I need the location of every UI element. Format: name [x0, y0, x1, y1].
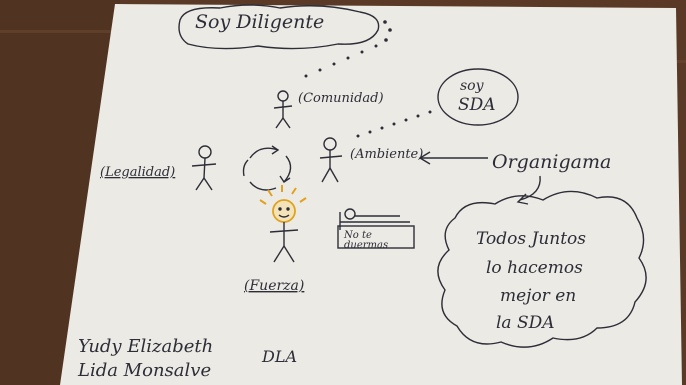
organigrama-arrow — [418, 151, 488, 165]
organigrama-down-arrow — [516, 175, 541, 205]
author-line-2: Lida Monsalve — [77, 360, 211, 381]
fuerza-label: (Fuerza) — [244, 278, 304, 294]
todos-juntos-cloud — [437, 190, 647, 348]
soy-diligente-cloud — [178, 4, 380, 50]
cloud-line-4: la SDA — [496, 313, 555, 333]
dotted-trail-top — [304, 20, 392, 78]
ambiente-figure — [319, 137, 343, 183]
cloud-line-3: mejor en — [500, 286, 576, 306]
paper-sheet — [60, 4, 682, 385]
sleeping-figure — [337, 208, 415, 249]
organigrama-label: Organigama — [492, 151, 611, 173]
ambiente-label: (Ambiente) — [350, 147, 423, 162]
soy-diligente-text: Soy Diligente — [195, 11, 324, 33]
dla-text: DLA — [261, 347, 297, 366]
soy-sda-bubble — [437, 68, 519, 126]
author-line-1: Yudy Elizabeth — [78, 336, 213, 357]
soy-text: soy — [460, 78, 485, 94]
cloud-line-2: lo hacemos — [486, 258, 583, 278]
comunidad-figure — [273, 90, 293, 129]
comunidad-label: (Comunidad) — [298, 91, 384, 106]
legalidad-figure — [191, 145, 217, 191]
dotted-trail-mid — [356, 110, 432, 138]
sda-text: SDA — [458, 95, 496, 115]
no-te-text: No te — [343, 230, 372, 241]
cycle-arrows — [242, 145, 292, 191]
duermas-text: duermas — [344, 240, 388, 251]
cloud-line-1: Todos Juntos — [476, 229, 586, 249]
fuerza-figure — [259, 185, 307, 263]
legalidad-label: (Legalidad) — [100, 165, 175, 180]
table-grain — [0, 30, 120, 33]
